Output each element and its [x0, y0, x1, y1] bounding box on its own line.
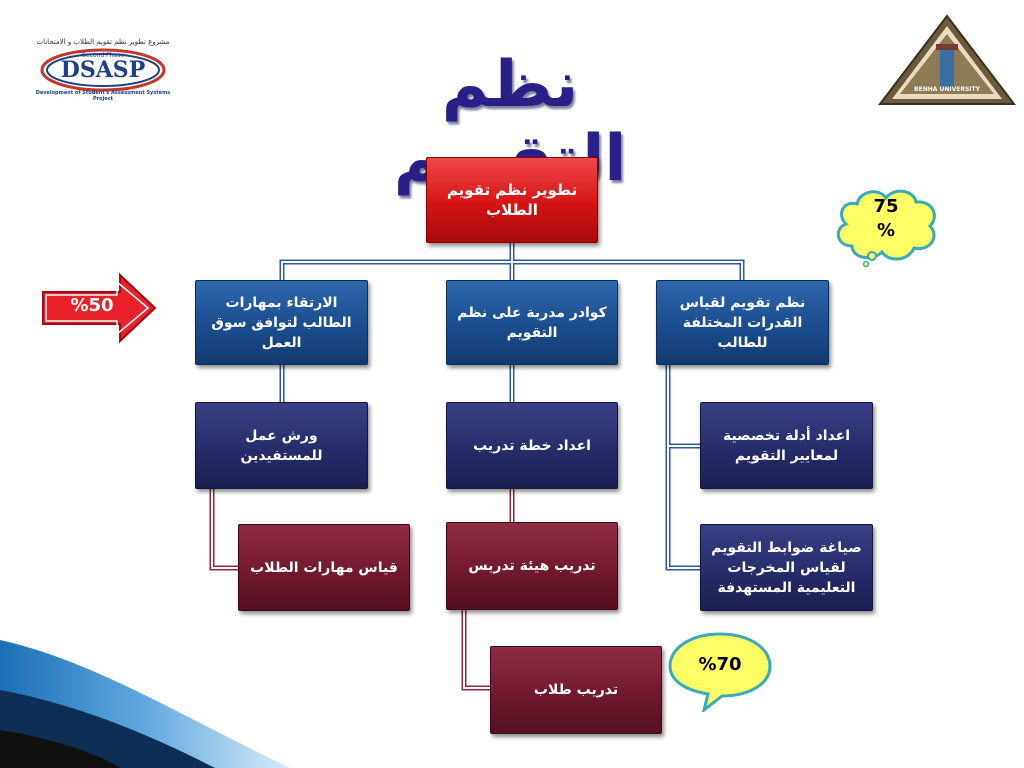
node-right-child-1: اعداد أدلة تخصصية لمعايير التقويم — [700, 402, 873, 489]
logo-caption: Development of Student's Assessment Syst… — [35, 90, 171, 102]
node-left-child-2: قياس مهارات الطلاب — [238, 524, 410, 611]
arrow-label: %50 — [70, 295, 114, 316]
node-left-child-1: ورش عمل للمستفيدين — [195, 402, 368, 489]
oval-callout-icon — [668, 632, 772, 712]
node-root: تطوير نظم تقويم الطلاب — [426, 157, 598, 243]
oval-label: %70 — [698, 654, 742, 675]
university-caption: BENHA UNIVERSITY — [914, 86, 980, 93]
node-middle-child-2: تدريب هيئة تدريس — [446, 522, 618, 610]
logo-oval-icon — [40, 48, 166, 92]
node-branch-left: الارتقاء بمهارات الطالب لتوافق سوق العمل — [195, 280, 368, 365]
dsasp-logo: مشروع تطوير نظم تقويم الطلاب و الامتحانا… — [28, 38, 178, 102]
cloud-label-line1: 75 — [873, 196, 899, 217]
red-arrow-callout-icon — [42, 272, 157, 344]
logo-acronym: DSASP — [60, 57, 146, 83]
node-branch-right: نظم تقويم لقياس القدرات المختلفة للطالب — [656, 280, 829, 365]
cloud-callout-icon — [836, 189, 936, 268]
benha-university-logo: BENHA UNIVERSITY — [877, 14, 1017, 106]
node-middle-child-3: تدريب طلاب — [490, 646, 662, 734]
node-middle-child-1: اعداد خطة تدريب — [446, 402, 618, 489]
cloud-label-line2: % — [876, 220, 896, 241]
node-branch-middle: كوادر مدربة على نظم التقويم — [446, 280, 618, 365]
university-emblem-icon — [877, 14, 1017, 105]
decorative-swoosh — [0, 640, 290, 768]
node-right-child-2: صياغة ضوابط التقويم لقياس المخرجات التعل… — [700, 524, 873, 611]
logo-arabic-line: مشروع تطوير نظم تقويم الطلاب و الامتحانا… — [36, 38, 170, 46]
logo-phase: Second Phase — [82, 52, 124, 59]
